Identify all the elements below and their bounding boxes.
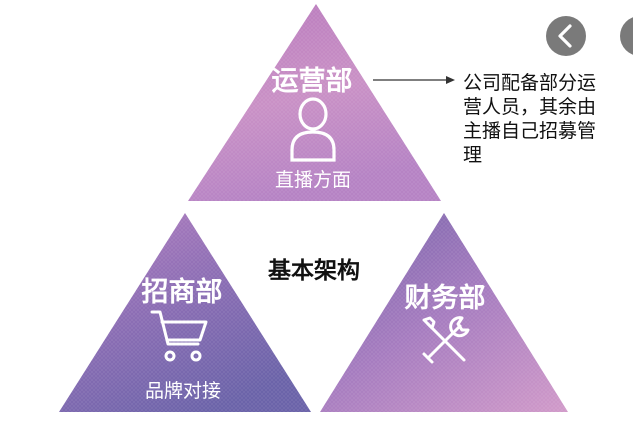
center-label: 基本架构 — [268, 257, 360, 284]
triangle-finance-title: 财务部 — [405, 282, 486, 314]
chevron-left-icon — [558, 24, 572, 48]
person-icon — [290, 97, 336, 162]
triangle-finance: 财务部 — [320, 213, 568, 412]
triangle-operations: 运营部 直播方面 — [188, 4, 441, 201]
triangle-operations-subtitle: 直播方面 — [275, 169, 351, 191]
annotation-line: 主播自己招募管 — [463, 120, 596, 142]
prev-slide-button[interactable] — [546, 16, 586, 56]
shopping-cart-icon — [150, 310, 208, 362]
annotation-arrow — [373, 76, 455, 84]
triangle-operations-title: 运营部 — [272, 65, 353, 97]
annotation-line: 理 — [463, 144, 482, 166]
triangle-merchant: 招商部 品牌对接 — [59, 213, 311, 412]
triangle-merchant-title: 招商部 — [142, 276, 223, 308]
annotation-text: 公司配备部分运 营人员，其余由 主播自己招募管 理 — [463, 72, 596, 166]
next-slide-button[interactable] — [620, 16, 633, 56]
annotation-line: 公司配备部分运 — [463, 72, 596, 94]
annotation-line: 营人员，其余由 — [463, 96, 596, 118]
triangle-merchant-subtitle: 品牌对接 — [145, 380, 221, 402]
wrench-screwdriver-icon — [422, 316, 470, 364]
